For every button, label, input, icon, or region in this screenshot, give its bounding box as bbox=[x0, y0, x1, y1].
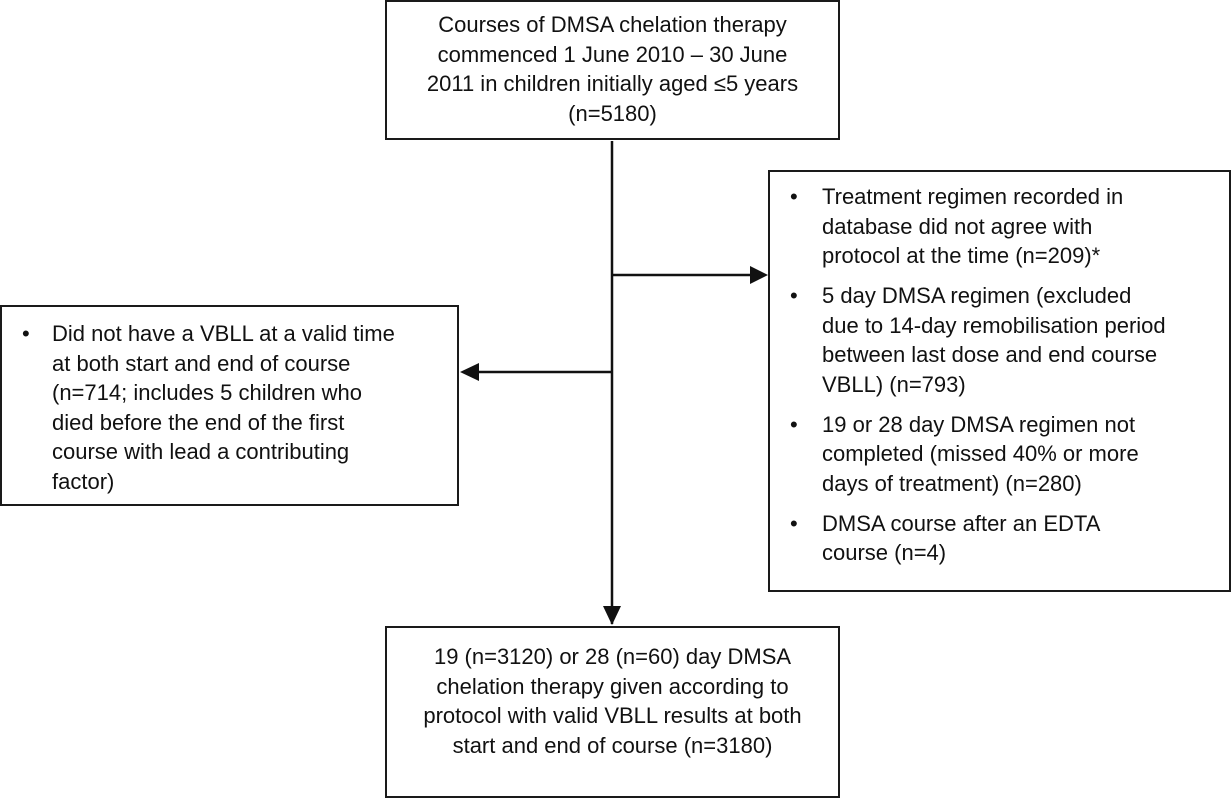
list-item: • Did not have a VBLL at a valid time at… bbox=[12, 319, 447, 496]
main-arrowhead bbox=[603, 606, 621, 625]
included-box-line: protocol with valid VBLL results at both bbox=[423, 703, 802, 728]
included-box-line: start and end of course (n=3180) bbox=[452, 732, 773, 758]
excluded-line: course with lead a contributing bbox=[52, 439, 350, 464]
excluded-line: between last dose and end course bbox=[822, 342, 1158, 367]
included-box: 19 (n=3120) or 28 (n=60) day DMSA chelat… bbox=[385, 626, 840, 798]
bullet-icon: • bbox=[790, 184, 798, 209]
excluded-no-vbll-list: • Did not have a VBLL at a valid time at… bbox=[12, 319, 447, 496]
start-box-line: (n=5180) bbox=[568, 100, 657, 126]
start-box: Courses of DMSA chelation therapy commen… bbox=[385, 0, 840, 140]
excluded-line: protocol at the time (n=209)* bbox=[822, 243, 1101, 268]
excluded-regimen-box: • Treatment regimen recorded in database… bbox=[768, 170, 1231, 592]
excluded-line: at both start and end of course bbox=[52, 350, 351, 376]
excluded-line: days of treatment) (n=280) bbox=[822, 470, 1082, 496]
excluded-line: VBLL) (n=793) bbox=[822, 371, 966, 397]
excluded-no-vbll-box: • Did not have a VBLL at a valid time at… bbox=[0, 305, 459, 506]
excluded-line: (n=714; includes 5 children who bbox=[52, 380, 363, 405]
excluded-line: died before the end of the first bbox=[52, 409, 345, 435]
list-item: • 5 day DMSA regimen (excluded due to 14… bbox=[780, 281, 1219, 399]
excluded-line: 5 day DMSA regimen (excluded bbox=[822, 283, 1132, 308]
left-arrowhead bbox=[460, 363, 479, 381]
excluded-line: factor) bbox=[52, 468, 115, 494]
start-box-line: 2011 in children initially aged ≤5 years bbox=[426, 71, 799, 96]
list-item: • DMSA course after an EDTA course (n=4) bbox=[780, 509, 1219, 568]
list-item: • 19 or 28 day DMSA regimen not complete… bbox=[780, 410, 1219, 499]
list-item: • Treatment regimen recorded in database… bbox=[780, 182, 1219, 271]
bullet-icon: • bbox=[790, 283, 798, 308]
excluded-line: due to 14-day remobilisation period bbox=[822, 312, 1166, 338]
excluded-line: Did not have a VBLL at a valid time bbox=[52, 321, 395, 346]
included-box-line: chelation therapy given according to bbox=[436, 673, 789, 699]
bullet-icon: • bbox=[790, 411, 798, 437]
excluded-line: DMSA course after an EDTA bbox=[822, 510, 1101, 536]
start-box-line: Courses of DMSA chelation therapy bbox=[438, 12, 787, 37]
excluded-line: Treatment regimen recorded in bbox=[822, 184, 1124, 209]
excluded-line: course (n=4) bbox=[822, 540, 947, 565]
excluded-line: 19 or 28 day DMSA regimen not bbox=[822, 411, 1136, 437]
start-box-line: commenced 1 June 2010 – 30 June bbox=[437, 41, 788, 67]
right-arrowhead bbox=[750, 266, 768, 284]
excluded-line: completed (missed 40% or more bbox=[822, 441, 1139, 466]
bullet-icon: • bbox=[790, 510, 798, 536]
bullet-icon: • bbox=[22, 321, 30, 346]
excluded-regimen-list: • Treatment regimen recorded in database… bbox=[780, 182, 1219, 568]
included-box-line: 19 (n=3120) or 28 (n=60) day DMSA bbox=[433, 644, 792, 669]
excluded-line: database did not agree with bbox=[822, 213, 1093, 239]
